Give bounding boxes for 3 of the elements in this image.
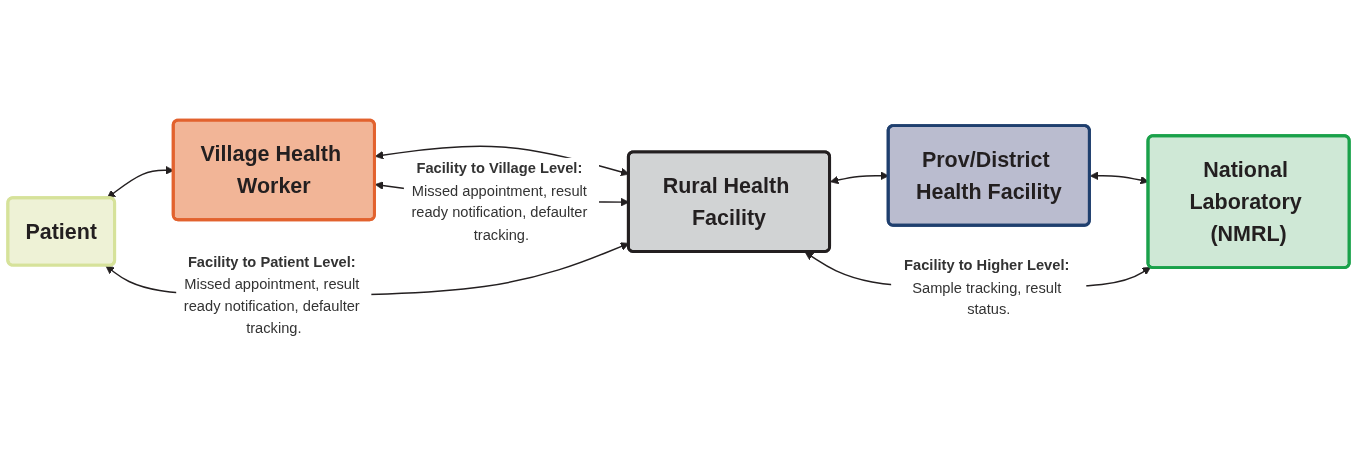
edge-label: Facility to Village Level: Missed appointment, result ready notification, defaulter tracking. — [411, 159, 588, 243]
edge-label: Facility to Higher Level: Sample tracking, result status. — [904, 256, 1070, 318]
edge-label: Facility to Patient Level: Missed appointment, result ready notification, defaulter tracking. — [183, 252, 360, 336]
